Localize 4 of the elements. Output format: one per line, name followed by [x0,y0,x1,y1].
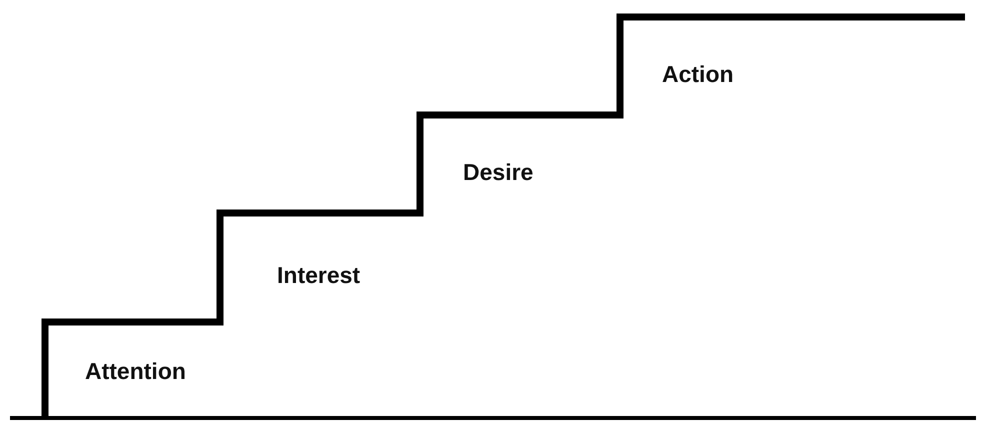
step-label: Interest [277,264,360,287]
step-label: Action [662,63,734,86]
step-label: Desire [463,161,534,184]
step-label: Attention [85,360,186,383]
